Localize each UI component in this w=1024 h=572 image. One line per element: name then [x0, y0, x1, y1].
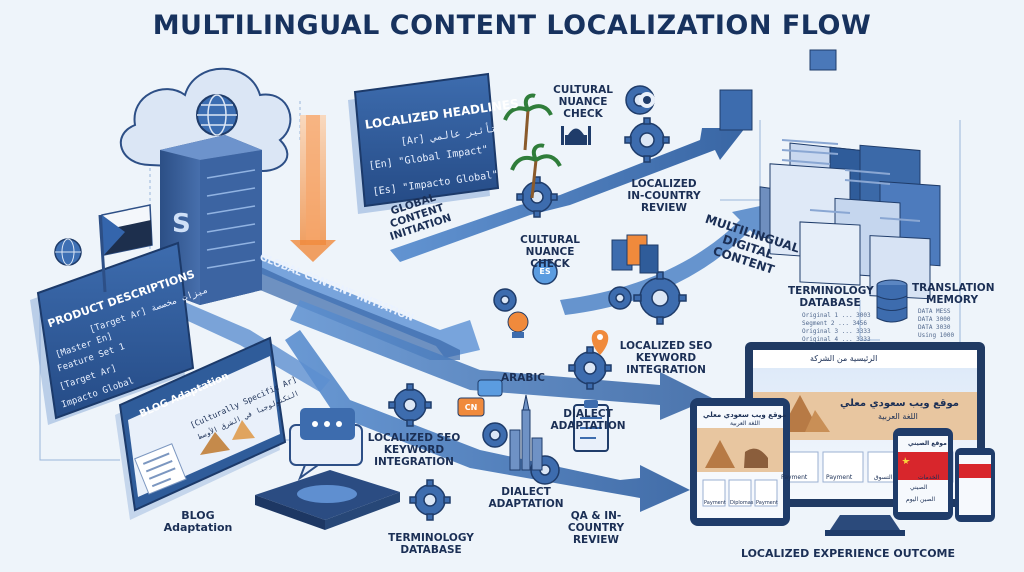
- terminology-db-line: Original 1 ... 3003: [802, 312, 871, 319]
- arrow-lower: [285, 330, 690, 512]
- skyline-icon: [509, 394, 543, 471]
- website-subtitle: اللغة العربية: [878, 412, 918, 421]
- tablet-tile: Diplomas: [730, 500, 754, 506]
- clipboard-icon: [573, 400, 609, 452]
- label-dialect-adaptation-bottom: DIALECT ADAPTATION: [488, 486, 564, 510]
- globe-ornament-icon: [507, 311, 529, 338]
- phone-device-small: [955, 448, 995, 522]
- website-nav: الرئيسية من الشركة: [810, 354, 878, 363]
- label-dialect-adaptation-right: DIALECT ADAPTATION: [550, 408, 626, 432]
- headlines-panel-shape: [348, 72, 500, 214]
- website-tile: التسوق: [874, 474, 893, 481]
- terminology-db-line: Original 3 ... 3333: [802, 328, 871, 335]
- label-translation-memory: TRANSLATION MEMORY: [912, 282, 995, 306]
- document-stack: [719, 49, 941, 300]
- server-tower-icon: S: [160, 135, 262, 305]
- label-localized-experience-outcome: LOCALIZED EXPERIENCE OUTCOME: [740, 547, 956, 560]
- gear-icon: [624, 117, 670, 163]
- es-badge: ES: [539, 267, 551, 276]
- website-tile: الخدمات: [918, 474, 940, 481]
- tablet-device: [690, 398, 790, 526]
- gear-icon: [568, 346, 612, 390]
- gear-icon: [409, 479, 451, 521]
- label-cultural-nuance-check-top: CULTURAL NUANCE CHECK: [553, 84, 613, 120]
- translation-memory-line: DATA MESS: [918, 308, 951, 315]
- chat-device-icon: [255, 408, 400, 530]
- arrow-to-multilingual: [560, 205, 765, 315]
- cn-badge-shape: [457, 379, 503, 417]
- blog-panel-shape: [115, 336, 287, 520]
- label-localized-in-country-review: LOCALIZED IN-COUNTRY REVIEW: [627, 178, 701, 214]
- website-tile: Payment: [781, 474, 808, 481]
- arrow-top-flow: [390, 128, 745, 262]
- label-blog-adaptation: BLOG Adaptation: [163, 509, 233, 534]
- cn-badge: CN: [464, 403, 478, 412]
- location-pin-icon: [591, 330, 609, 355]
- gear-icon: [633, 271, 687, 325]
- label-qa-review: QA & IN-COUNTRY REVIEW: [567, 510, 625, 546]
- phone-cn-line: الصين اليوم: [906, 496, 936, 503]
- palm-tree-icon: [503, 93, 562, 199]
- diagram-title: MULTILINGUAL CONTENT LOCALIZATION FLOW: [152, 10, 872, 41]
- phone-cn-subtitle: الصيني: [910, 484, 928, 491]
- website-tile: Payment: [826, 474, 853, 481]
- tablet-tile: Payment: [704, 500, 726, 506]
- tablet-tile: Payment: [756, 500, 778, 506]
- gears: [388, 85, 687, 521]
- arrow-middle-right: [290, 300, 712, 420]
- tablet-headline: موقع ويب سعودي معلي: [703, 411, 787, 419]
- terminology-db-line: Segment 2 ... 3456: [802, 320, 868, 327]
- gear-icon: [493, 288, 517, 312]
- label-terminology-database-bottom: TERMINOLOGY DATABASE: [388, 532, 474, 556]
- translation-memory-line: Using 1000: [918, 332, 955, 339]
- books-icon: [611, 234, 659, 274]
- terminology-db-line: Original 4 ... 3333: [802, 336, 871, 343]
- label-localized-seo-right: LOCALIZED SEO KEYWORD INTEGRATION: [619, 340, 713, 376]
- small-globe-icon: [54, 238, 82, 266]
- tablet-subtitle: اللغة العربية: [730, 420, 760, 427]
- phone-device-cn: [893, 428, 953, 520]
- orange-beam: [290, 115, 336, 262]
- gear-icon: [482, 422, 508, 448]
- label-terminology-database-right: TERMINOLOGY DATABASE: [788, 285, 874, 309]
- phone-cn-title: موقع الصيني: [908, 440, 947, 447]
- label-cultural-nuance-check-mid: CULTURAL NUANCE CHECK: [520, 234, 580, 270]
- flag-icon: [98, 204, 153, 293]
- gear-icon: [516, 176, 558, 218]
- arrow-main-banner: [240, 250, 480, 358]
- translation-memory-line: DATA 3030: [918, 324, 951, 331]
- website-headline: موقع ويب سعودي معلي: [840, 398, 959, 409]
- database-icon: [876, 279, 908, 323]
- label-arabic: ARABIC: [501, 372, 545, 384]
- translation-memory-line: DATA 3000: [918, 316, 951, 323]
- label-localized-seo-left: LOCALIZED SEO KEYWORD INTEGRATION: [367, 432, 461, 468]
- search-person-icon: [639, 92, 655, 108]
- gear-icon: [388, 383, 432, 427]
- svg-text:S: S: [172, 209, 191, 239]
- es-badge-shape: [532, 259, 558, 285]
- product-panel-shape: [30, 241, 195, 425]
- mosque-icon: [561, 126, 591, 145]
- gear-icon: [608, 286, 632, 310]
- flow-arrows: [175, 128, 765, 512]
